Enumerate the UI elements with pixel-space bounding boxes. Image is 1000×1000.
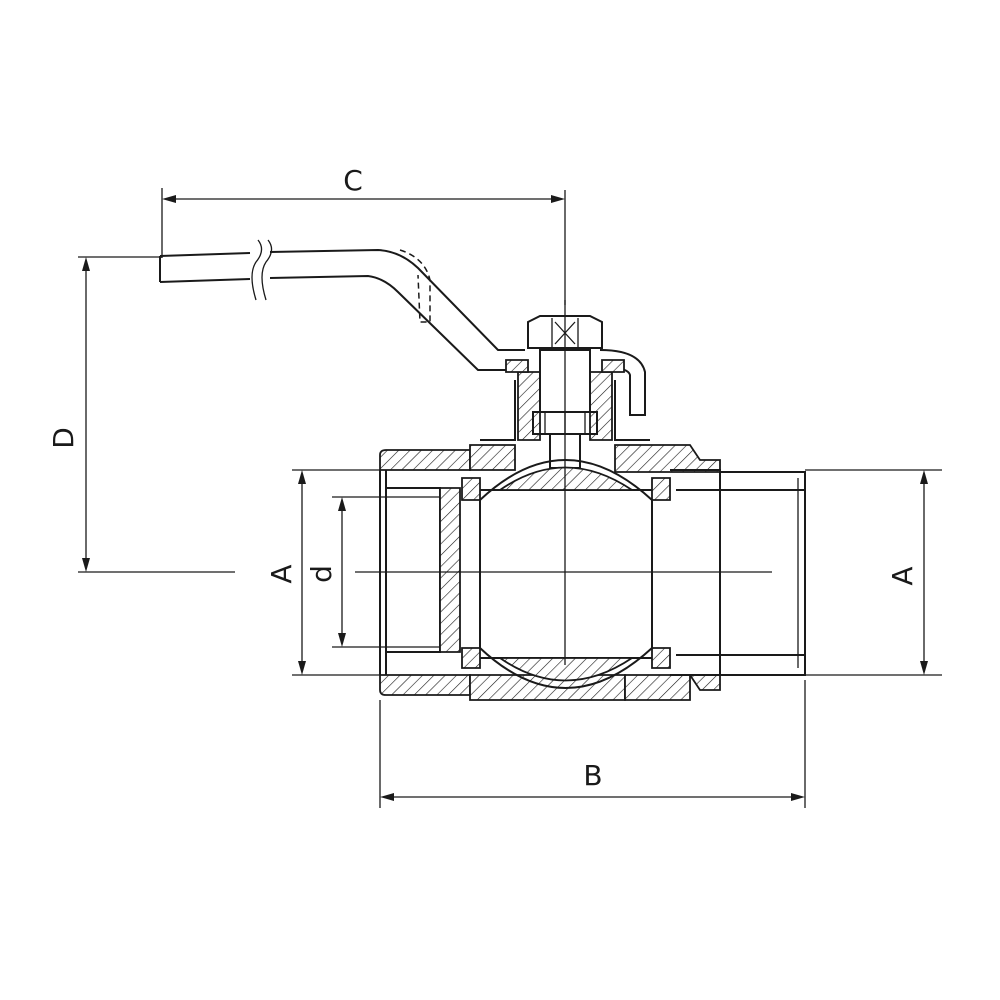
dimension-d: D: [47, 256, 235, 573]
dimension-a-right: A: [805, 469, 942, 676]
dimension-a-right-label: A: [886, 566, 919, 585]
stem-assembly: [480, 315, 650, 469]
valve-body: [355, 300, 806, 701]
lever-handle: [159, 239, 646, 416]
dimension-d-label: D: [47, 427, 80, 449]
dimension-d-inner: d: [305, 496, 440, 648]
dimension-a-left-label: A: [265, 564, 298, 583]
dimension-a-left: A: [265, 469, 380, 676]
dimension-d-inner-label: d: [305, 565, 338, 583]
dimension-c: C: [161, 164, 566, 305]
dimension-c-label: C: [343, 164, 363, 197]
dimension-b: B: [379, 680, 806, 808]
dimension-b-label: B: [583, 759, 602, 792]
